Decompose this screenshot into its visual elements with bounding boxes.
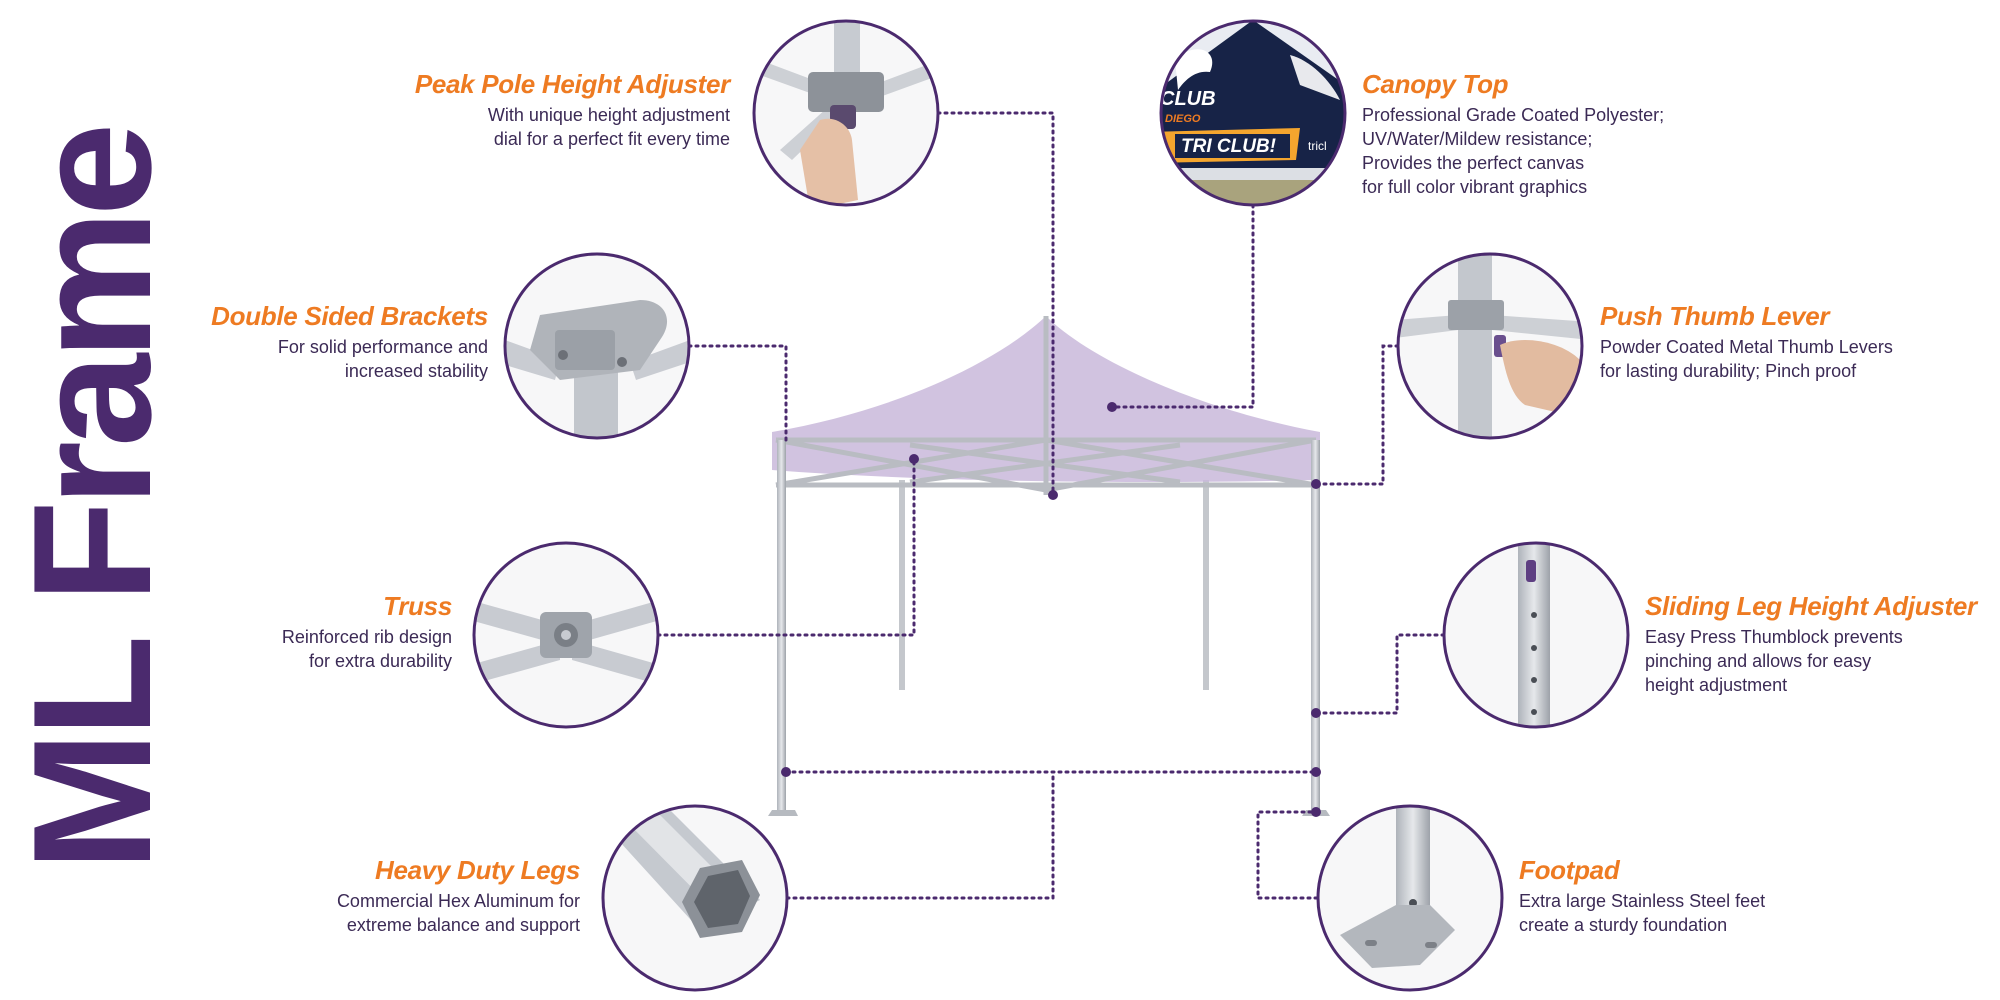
- truss-desc-1: Reinforced rib design: [281, 626, 452, 647]
- canopy-label: Canopy Top Professional Grade Coated Pol…: [1362, 69, 1922, 199]
- back-right-leg: [1203, 480, 1209, 690]
- thumb-lever-photo: [1396, 252, 1584, 440]
- connector-lines: [656, 111, 1446, 900]
- legs-photo: [601, 804, 789, 992]
- brackets-label: Double Sided Brackets For solid performa…: [0, 301, 488, 383]
- sliding-desc-3: height adjustment: [1645, 674, 1788, 695]
- truss-name: Truss: [383, 591, 452, 621]
- page-title: ML Frame: [0, 128, 186, 872]
- canopy-desc-3: Provides the perfect canvas: [1362, 152, 1585, 173]
- canopy-club-text: CLUB: [1160, 88, 1216, 110]
- sliding-name: Sliding Leg Height Adjuster: [1645, 591, 1977, 621]
- brackets-photo: [503, 252, 691, 440]
- sliding-label: Sliding Leg Height Adjuster Easy Press T…: [1645, 591, 1995, 697]
- title-container: ML Frame: [0, 80, 186, 920]
- peak-pole-photo: [752, 19, 940, 207]
- legs-desc-2: extreme balance and support: [346, 914, 580, 935]
- canopy-desc-2: UV/Water/Mildew resistance;: [1362, 128, 1593, 149]
- canopy-name: Canopy Top: [1362, 69, 1509, 99]
- peak-pole-desc-2: dial for a perfect fit every time: [493, 128, 730, 149]
- brackets-desc-1: For solid performance and: [277, 336, 488, 357]
- footpad-desc-1: Extra large Stainless Steel feet: [1519, 890, 1766, 911]
- peak-pole-label: Peak Pole Height Adjuster With unique he…: [170, 69, 730, 151]
- thumb-lever-desc-1: Powder Coated Metal Thumb Levers: [1600, 336, 1893, 357]
- back-left-leg: [899, 480, 905, 690]
- footpad-desc-2: create a sturdy foundation: [1519, 914, 1728, 935]
- legs-label: Heavy Duty Legs Commercial Hex Aluminum …: [20, 855, 580, 937]
- canopy-city-text: DIEGO: [1165, 113, 1201, 125]
- sliding-adjuster-photo: [1442, 541, 1630, 729]
- brackets-name: Double Sided Brackets: [211, 301, 488, 331]
- sliding-desc-1: Easy Press Thumblock prevents: [1645, 626, 1903, 647]
- canopy-photo: CLUB DIEGO TRI CLUB! tricl: [1159, 19, 1347, 207]
- legs-name: Heavy Duty Legs: [374, 855, 580, 885]
- legs-desc-1: Commercial Hex Aluminum for: [336, 890, 580, 911]
- brackets-desc-2: increased stability: [344, 360, 488, 381]
- footpad-photo: [1316, 804, 1504, 992]
- peak-pole-desc-1: With unique height adjustment: [487, 104, 730, 125]
- thumb-lever-name: Push Thumb Lever: [1600, 301, 1830, 331]
- canopy-desc-4: for full color vibrant graphics: [1362, 176, 1588, 197]
- truss-photo: [472, 541, 660, 729]
- canopy-desc-1: Professional Grade Coated Polyester;: [1362, 104, 1665, 125]
- front-right-leg: [1311, 440, 1320, 810]
- sliding-desc-2: pinching and allows for easy: [1645, 650, 1872, 671]
- front-left-leg: [777, 440, 786, 810]
- canopy-side-text: tricl: [1308, 139, 1327, 153]
- truss-desc-2: for extra durability: [308, 650, 452, 671]
- peak-pole-name: Peak Pole Height Adjuster: [414, 69, 730, 99]
- tent-illustration: [768, 316, 1330, 817]
- footpad-name: Footpad: [1519, 855, 1620, 885]
- truss-label: Truss Reinforced rib design for extra du…: [0, 591, 452, 673]
- thumb-lever-label: Push Thumb Lever Powder Coated Metal Thu…: [1600, 301, 2000, 383]
- canopy-banner-text: TRI CLUB!: [1181, 136, 1276, 157]
- footpad-label: Footpad Extra large Stainless Steel feet…: [1519, 855, 1959, 937]
- thumb-lever-desc-2: for lasting durability; Pinch proof: [1600, 360, 1857, 381]
